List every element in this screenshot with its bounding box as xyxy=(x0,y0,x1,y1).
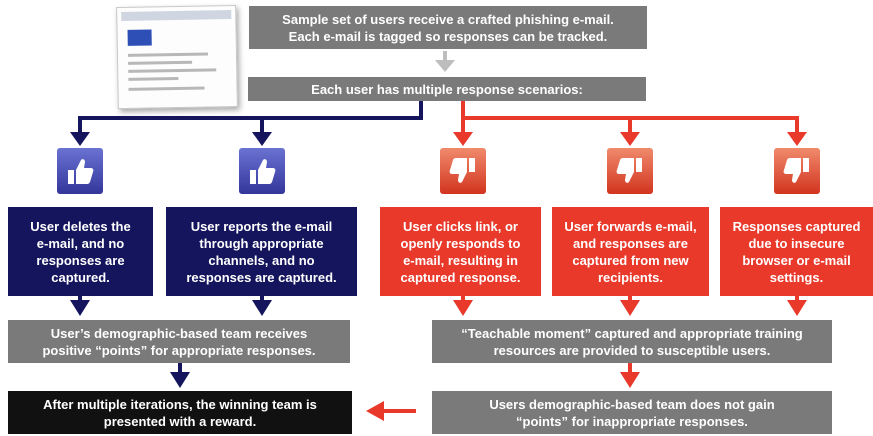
thumbs-down-icon xyxy=(440,148,486,194)
scenario-insecure-settings-box: Responses captured due to insecure brows… xyxy=(720,207,873,296)
arrow-pos-2-down xyxy=(252,300,272,316)
arrow-to-thumb-1 xyxy=(70,132,90,146)
scenario-forward-box: User forwards e-mail, and responses are … xyxy=(552,207,709,296)
red-branch-lines xyxy=(461,100,799,136)
scenario-click-link-box: User clicks link, or openly responds to … xyxy=(380,207,541,296)
arrow-to-thumb-5 xyxy=(787,132,807,146)
arrow-neg-2-down xyxy=(620,300,640,316)
thumbs-down-icon xyxy=(607,148,653,194)
arrow-points-to-reward xyxy=(170,372,190,388)
arrow-nopoints-to-reward xyxy=(366,401,384,421)
gray-arrow xyxy=(435,51,455,72)
arrow-neg-3-down xyxy=(787,300,807,316)
scenario-report-box: User reports the e-mail through appropri… xyxy=(166,207,357,296)
arrow-neg-1-down xyxy=(453,300,473,316)
arrow-to-thumb-3 xyxy=(453,132,473,146)
arrow-teachable-to-nopoints xyxy=(620,372,640,388)
arrow-to-thumb-2 xyxy=(252,132,272,146)
arrow-to-thumb-4 xyxy=(620,132,640,146)
reward-box: After multiple iterations, the winning t… xyxy=(8,391,352,434)
thumbs-up-icon xyxy=(239,148,285,194)
teachable-moment-box: “Teachable moment” captured and appropri… xyxy=(432,320,832,363)
phishing-email-box: Sample set of users receive a crafted ph… xyxy=(249,6,647,49)
navy-branch-lines xyxy=(78,100,423,136)
thumbs-up-icon xyxy=(57,148,103,194)
no-points-box: Users demographic-based team does not ga… xyxy=(432,391,832,434)
positive-points-box: User’s demographic-based team receives p… xyxy=(8,320,350,363)
scenario-delete-box: User deletes the e-mail, and no response… xyxy=(8,207,153,296)
response-scenarios-box: Each user has multiple response scenario… xyxy=(248,77,646,101)
thumbs-down-icon xyxy=(774,148,820,194)
arrow-pos-1-down xyxy=(70,300,90,316)
